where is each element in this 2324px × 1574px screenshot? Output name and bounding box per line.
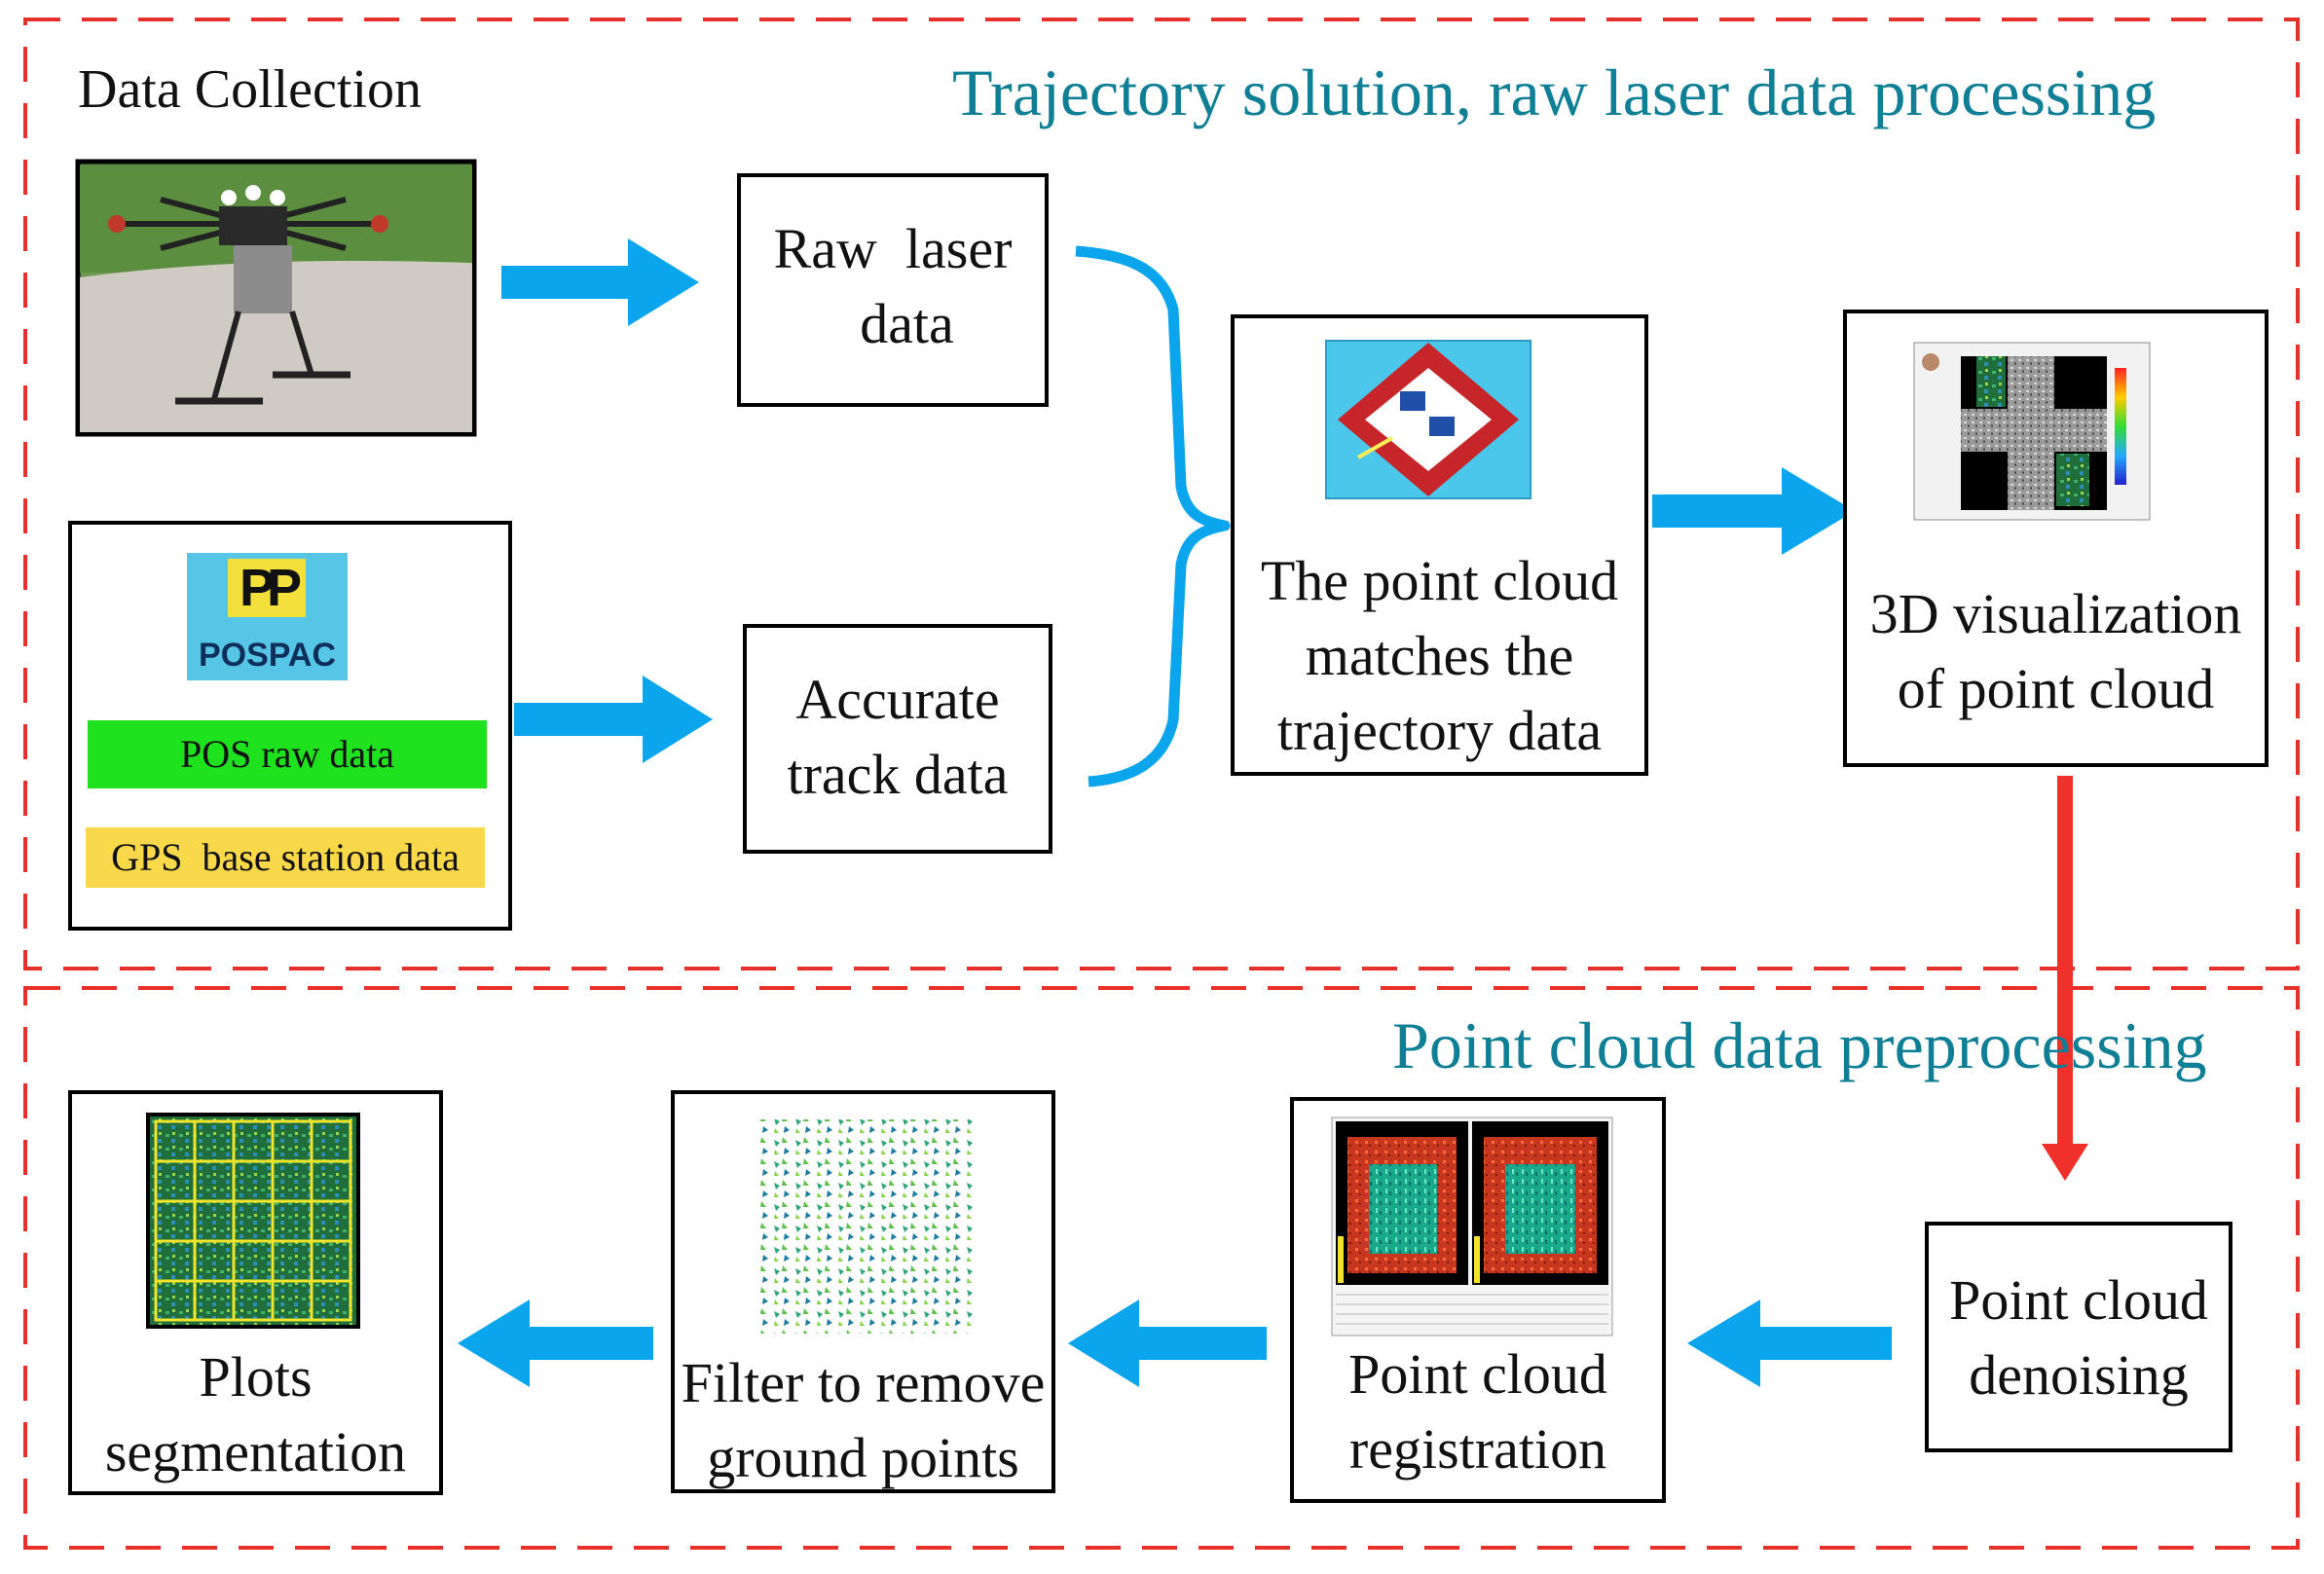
accurate-track-label: Accurate track data	[787, 668, 1009, 806]
arrow-match-to-visualization	[1652, 467, 1855, 555]
accurate-track-box: Accurate track data	[743, 624, 1052, 854]
arrow-drone-to-raw	[501, 238, 699, 326]
bottom-section-border	[23, 986, 2300, 1550]
denoising-label: Point cloud denoising	[1949, 1268, 2208, 1407]
pospac-logo: PP POSPAC	[187, 553, 348, 680]
segmentation-box: Plots segmentation	[68, 1090, 443, 1495]
pos-raw-data: POS raw data	[88, 720, 487, 788]
merge-brace	[1075, 245, 1231, 787]
filter-box: Filter to remove ground points	[671, 1090, 1055, 1493]
section-title-bottom: Point cloud data preprocessing	[1392, 1008, 2207, 1082]
gps-base-station-data: GPS base station data	[86, 827, 485, 888]
blue-arrows	[458, 238, 1892, 1387]
registration-label: Point cloud registration	[1348, 1342, 1607, 1481]
visualization-label: 3D visualization of point cloud	[1869, 582, 2242, 720]
data-collection-label: Data Collection	[78, 59, 423, 120]
section-title-top: Trajectory solution, raw laser data proc…	[952, 55, 2157, 129]
visualization-box: 3D visualization of point cloud	[1843, 310, 2269, 767]
arrow-pospac-to-track	[514, 676, 713, 763]
registration-box: Point cloud registration	[1290, 1097, 1666, 1503]
matches-box: The point cloud matches the trajectory d…	[1231, 314, 1648, 776]
matches-label: The point cloud matches the trajectory d…	[1260, 549, 1619, 762]
arrow-denoise-to-registration	[1687, 1299, 1892, 1387]
denoising-box: Point cloud denoising	[1925, 1222, 2232, 1452]
raw-laser-box: Raw laser data	[737, 173, 1049, 407]
arrow-registration-to-filter	[1068, 1299, 1267, 1387]
arrow-visualization-to-denoise	[2042, 776, 2088, 1181]
segmentation-label: Plots segmentation	[104, 1345, 407, 1483]
pospac-box: PP POSPAC POS raw data GPS base station …	[68, 521, 512, 931]
drone-photo	[75, 159, 477, 437]
filter-label: Filter to remove ground points	[681, 1351, 1046, 1489]
pospac-logo-letters: PP	[228, 559, 306, 617]
arrow-filter-to-segmentation	[458, 1299, 653, 1387]
pospac-logo-name: POSPAC	[198, 637, 337, 674]
raw-laser-label: Raw laser data	[773, 217, 1013, 355]
top-section-border	[23, 18, 2300, 970]
